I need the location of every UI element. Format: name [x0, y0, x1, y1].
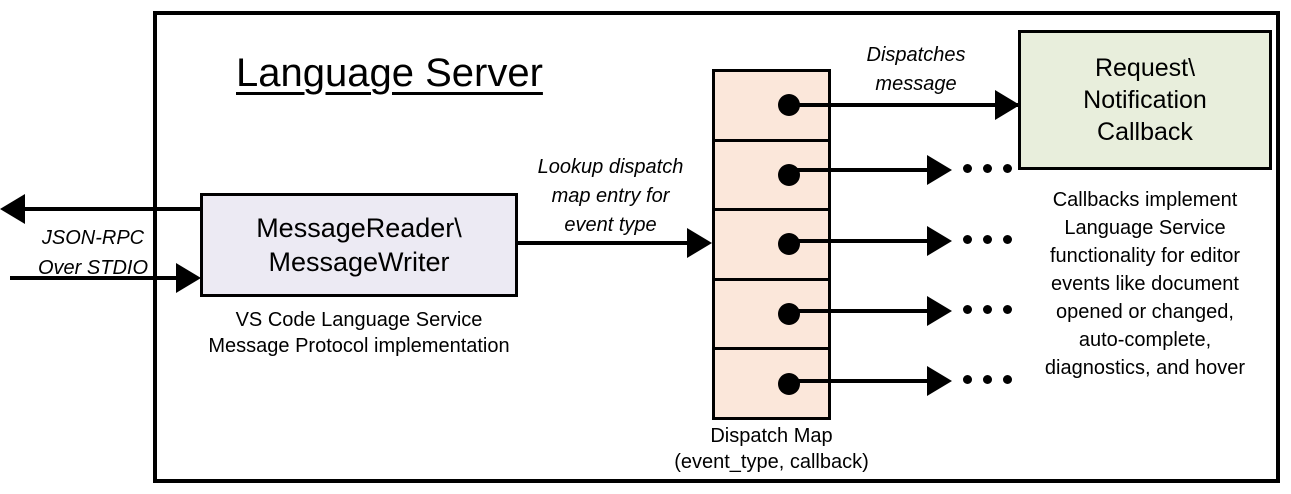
message-reader-writer-caption: VS Code Language Service Message Protoco… — [208, 309, 510, 357]
dispatch-map-row[interactable] — [715, 211, 828, 281]
inbound-jsonrpc-arrow-head — [176, 263, 201, 293]
outbound-jsonrpc-line — [25, 207, 203, 211]
message-reader-writer-label: MessageReader\ MessageWriter — [256, 213, 462, 277]
dispatch-entry-dot — [778, 303, 800, 326]
outbound-jsonrpc-arrow-head — [0, 194, 25, 224]
dispatch-arrow-3-head — [927, 226, 952, 256]
dispatch-map-row[interactable] — [715, 142, 828, 212]
dispatch-arrow-4-line — [784, 309, 941, 313]
dispatch-arrow-3-line — [784, 239, 941, 243]
dispatch-arrow-5-line — [784, 379, 941, 383]
dispatch-map-row[interactable] — [715, 281, 828, 351]
lookup-dispatch-arrow-head — [687, 228, 712, 258]
language-server-container — [153, 11, 1280, 483]
dispatch-ellipsis-3 — [963, 235, 1012, 244]
dispatch-entry-dot — [778, 372, 800, 395]
dispatch-arrow-5-head — [927, 366, 952, 396]
lookup-dispatch-label: Lookup dispatch map entry for event type — [537, 156, 684, 236]
page-title: Language Server — [236, 51, 543, 95]
lookup-dispatch-line — [517, 241, 689, 245]
dispatch-arrow-2-head — [927, 155, 952, 185]
dispatch-map-table[interactable] — [712, 69, 831, 420]
dispatch-entry-dot — [778, 233, 800, 256]
dispatch-map-caption: Dispatch Map (event_type, callback) — [674, 425, 869, 473]
dispatch-arrow-1-head — [995, 90, 1020, 120]
message-reader-writer-box[interactable]: MessageReader\ MessageWriter — [200, 193, 518, 297]
dispatch-arrow-2-line — [784, 168, 941, 172]
dispatch-arrow-1-line — [784, 103, 1018, 107]
dispatches-message-label: Dispatches message — [866, 44, 966, 95]
inbound-jsonrpc-line — [10, 276, 182, 280]
callback-caption: Callbacks implement Language Service fun… — [1044, 189, 1246, 379]
dispatch-map-row[interactable] — [715, 350, 828, 417]
dispatch-arrow-4-head — [927, 296, 952, 326]
dispatch-ellipsis-4 — [963, 305, 1012, 314]
dispatch-ellipsis-2 — [963, 164, 1012, 173]
dispatch-ellipsis-5 — [963, 375, 1012, 384]
jsonrpc-edge-label: JSON-RPC Over STDIO — [37, 227, 148, 279]
request-notification-callback-label: Request\ Notification Callback — [1083, 54, 1207, 146]
request-notification-callback-box[interactable]: Request\ Notification Callback — [1018, 30, 1272, 170]
